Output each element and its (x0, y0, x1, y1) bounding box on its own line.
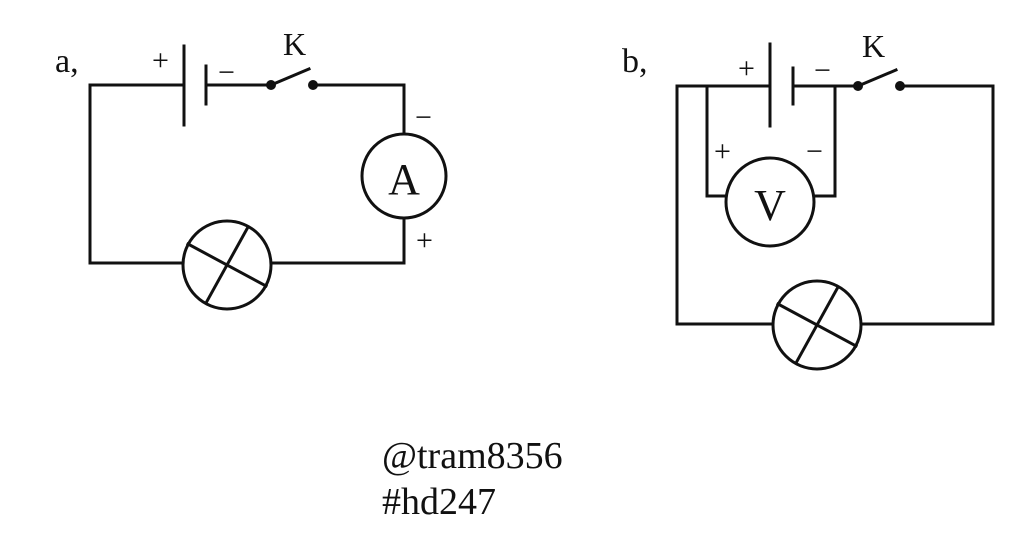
circuit-b-switch-label: K (862, 28, 885, 64)
circuit-b-battery (768, 42, 795, 128)
circuit-b: b, + − K V + − (622, 28, 995, 371)
circuit-a-ammeter (360, 132, 448, 220)
circuit-a: a, + − K A − + (55, 26, 448, 311)
circuit-a-battery-plus: + (152, 44, 169, 77)
circuit-a-battery-minus: − (218, 56, 235, 89)
circuit-b-voltmeter-symbol: V (754, 181, 786, 230)
circuit-b-lamp (771, 279, 863, 371)
circuit-a-wire-top-left (88, 83, 186, 265)
circuit-b-voltmeter (724, 156, 816, 248)
circuit-a-wire-ammeter-lamp (269, 217, 406, 265)
circuit-a-switch-label: K (283, 26, 306, 62)
circuit-a-wire-switch-ammeter (311, 83, 406, 135)
circuit-a-ammeter-symbol: A (388, 155, 420, 204)
circuit-b-voltmeter-plus: + (714, 135, 731, 168)
circuit-b-battery-plus: + (738, 52, 755, 85)
circuit-b-voltmeter-minus: − (806, 135, 823, 168)
circuit-b-label: b, (622, 43, 648, 80)
watermark-tag: #hd247 (382, 481, 496, 523)
circuit-a-battery (182, 44, 208, 127)
watermark-handle: @tram8356 (382, 435, 563, 477)
circuit-a-switch (266, 67, 318, 90)
circuit-b-wire-voltmeter-plus (705, 84, 728, 198)
circuit-a-lamp (181, 219, 273, 311)
circuit-a-ammeter-minus: − (415, 101, 432, 134)
circuit-a-label: a, (55, 43, 79, 80)
circuit-b-battery-minus: − (814, 54, 831, 87)
circuit-b-wire-voltmeter-minus (812, 84, 837, 198)
circuit-b-wire-switch-right (859, 84, 995, 326)
circuit-b-wire-outer-left (675, 84, 775, 326)
circuit-b-switch (853, 68, 905, 91)
circuit-a-ammeter-plus: + (416, 224, 433, 257)
